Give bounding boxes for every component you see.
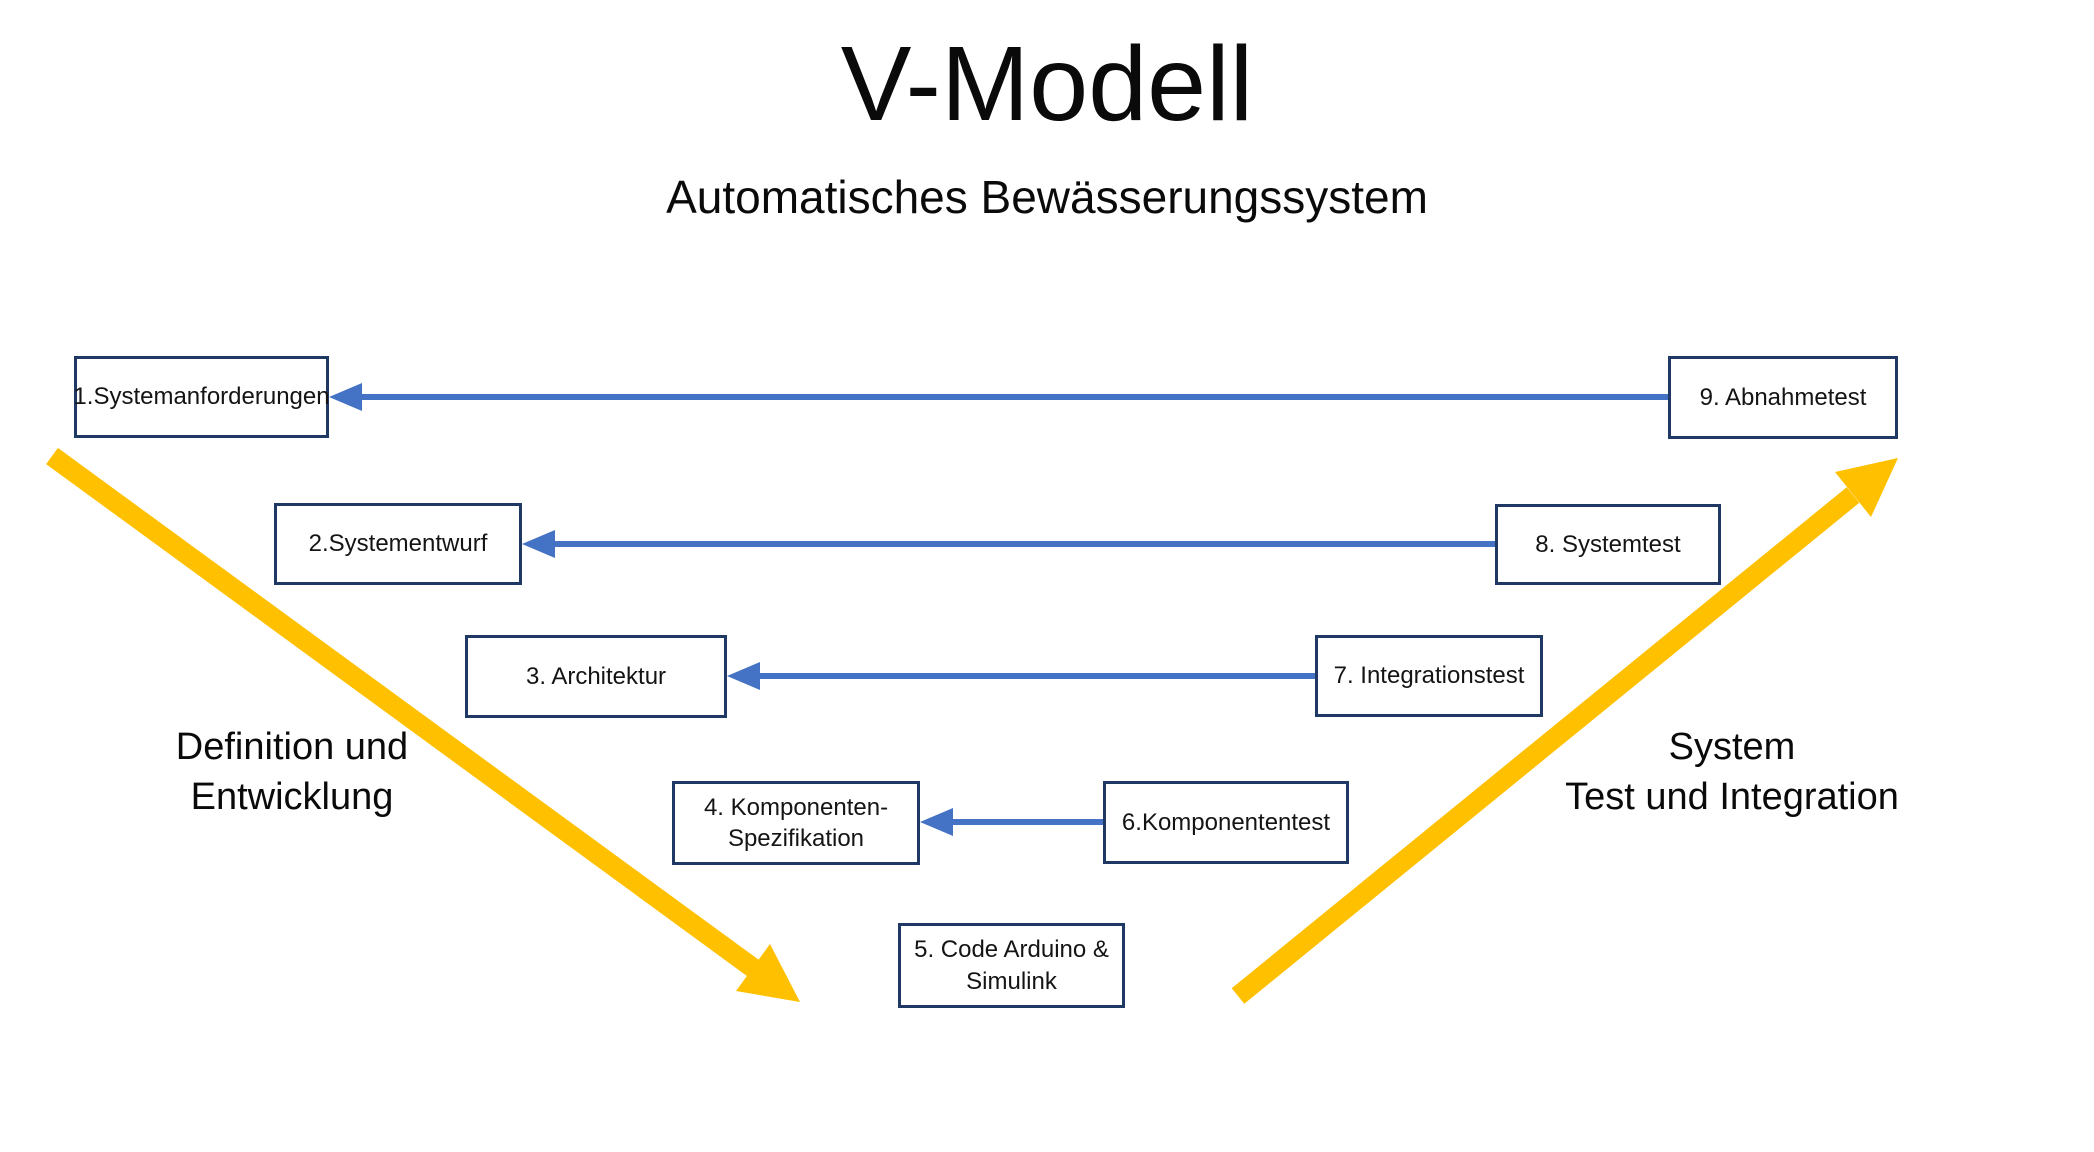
stage-label: 5. Code Arduino & Simulink bbox=[914, 936, 1109, 995]
right-branch-label: System Test und Integration bbox=[1565, 726, 1899, 818]
stage-label: 3. Architektur bbox=[525, 662, 667, 690]
stage-label: 6.Komponententest bbox=[1121, 808, 1331, 836]
diagram-subtitle: Automatisches Bewässerungssystem bbox=[666, 171, 1428, 223]
diagram-title: V-Modell bbox=[840, 25, 1254, 143]
stage-box-2-systementwurf: 2.Systementwurf bbox=[274, 503, 522, 585]
stage-box-6-komponententest: 6.Komponententest bbox=[1103, 781, 1349, 864]
right-branch-arrow bbox=[1231, 458, 1898, 1004]
stage-label: 9. Abnahmetest bbox=[1699, 383, 1867, 411]
stage-box-5-code-arduino-simulink: 5. Code Arduino & Simulink bbox=[898, 923, 1125, 1008]
stage-box-3-architektur: 3. Architektur bbox=[465, 635, 727, 718]
verification-arrow-8-to-2 bbox=[522, 530, 1495, 558]
stage-box-7-integrationstest: 7. Integrationstest bbox=[1315, 635, 1543, 717]
stage-box-4-komponenten-spezifikation: 4. Komponenten- Spezifikation bbox=[672, 781, 920, 865]
stage-label: 1.Systemanforderungen bbox=[73, 383, 330, 411]
left-branch-label: Definition und Entwicklung bbox=[175, 726, 409, 818]
verification-arrow-9-to-1 bbox=[329, 383, 1668, 411]
stage-label: 8. Systemtest bbox=[1535, 530, 1681, 558]
stage-label: 7. Integrationstest bbox=[1333, 662, 1525, 690]
verification-arrow-7-to-3 bbox=[727, 662, 1315, 690]
left-branch-arrow bbox=[46, 447, 800, 1002]
stage-box-8-systemtest: 8. Systemtest bbox=[1495, 504, 1721, 585]
stage-box-1-systemanforderungen: 1.Systemanforderungen bbox=[73, 356, 330, 438]
stage-box-9-abnahmetest: 9. Abnahmetest bbox=[1668, 356, 1898, 439]
verification-arrow-6-to-4 bbox=[920, 808, 1103, 836]
stage-label: 2.Systementwurf bbox=[308, 530, 488, 558]
stage-label: 4. Komponenten- Spezifikation bbox=[703, 793, 889, 852]
